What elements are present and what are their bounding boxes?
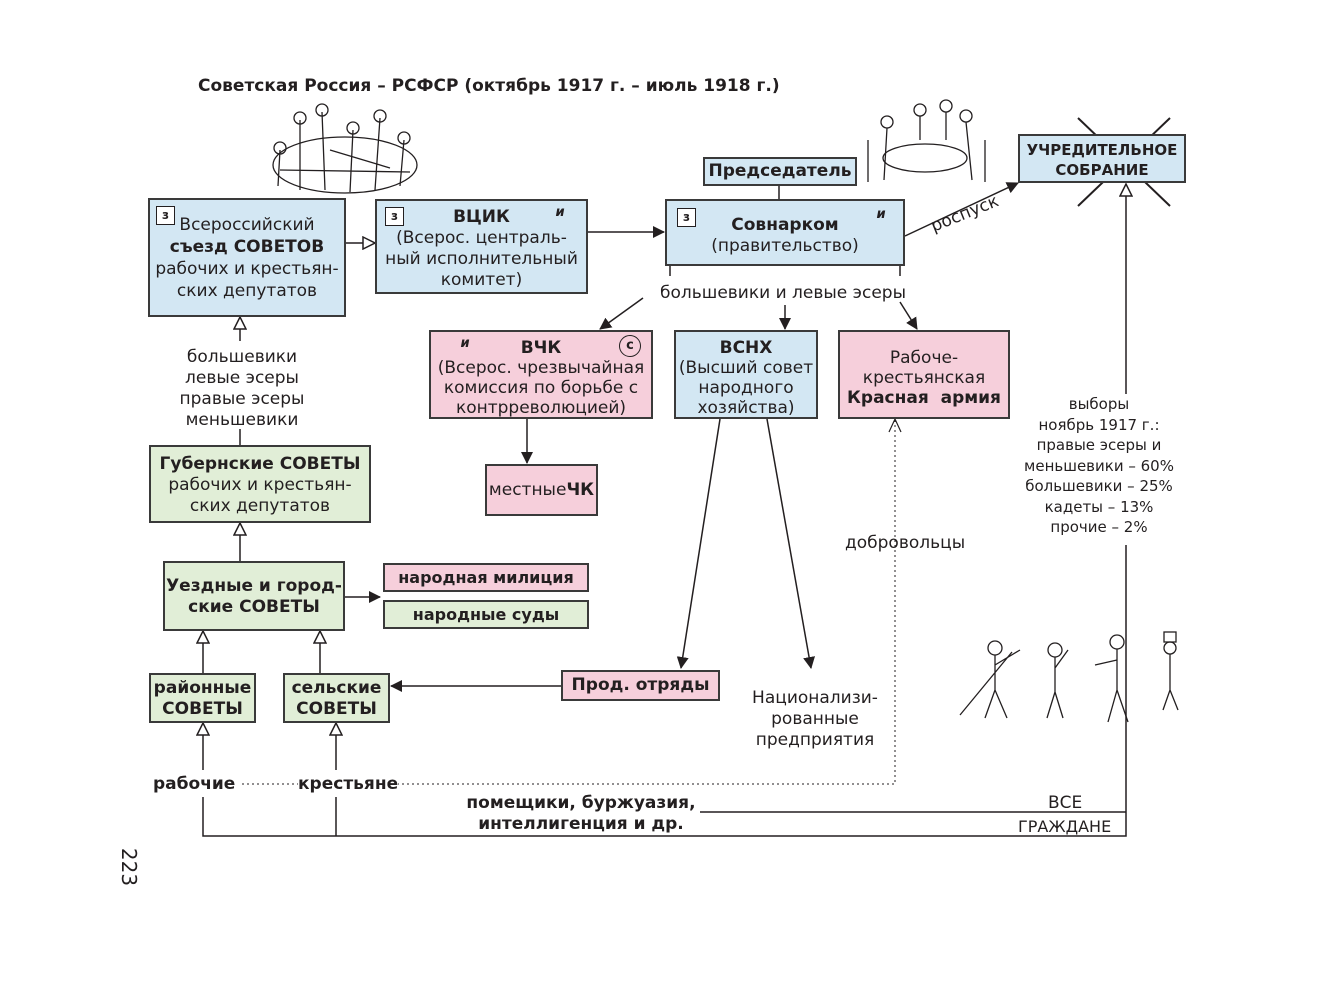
- vsnkh-title: ВСНХ: [719, 338, 773, 358]
- sovnarkom-box: з и Совнарком (правительство): [665, 199, 905, 266]
- vsnkh-line2: народного: [698, 378, 794, 398]
- congress-box: з Всероссийский съезд СОВЕТОВ рабочих и …: [148, 198, 346, 317]
- arrow-vsnkh-to-nationalized: [766, 418, 815, 669]
- vtsik-box: з и ВЦИК (Всерос. централь- ный исполнит…: [375, 199, 588, 294]
- election-line: прочие – 2%: [1050, 518, 1148, 536]
- party-item: правые эсеры: [179, 389, 305, 409]
- arrow-vsnkh-to-food: [676, 418, 721, 669]
- local-cheka-prefix: местные: [488, 480, 567, 500]
- village-line2: СОВЕТЫ: [296, 699, 377, 719]
- army-line1: Рабоче-: [889, 348, 959, 368]
- vsnkh-line3: хозяйства): [697, 398, 795, 418]
- district-line2: СОВЕТЫ: [162, 699, 243, 719]
- z-marker-sovnarkom: з: [677, 208, 696, 227]
- page-number: 223: [117, 847, 142, 887]
- congress-line2: съезд СОВЕТОВ: [169, 237, 325, 257]
- cheka-line1: (Всерос. чрезвычайная: [437, 358, 645, 378]
- congress-illustration: [272, 103, 418, 194]
- page-title: Советская Россия – РСФСР (октябрь 1917 г…: [198, 76, 780, 96]
- army-line2: крестьянская: [862, 368, 986, 388]
- government-parties-label: большевики и левые эсеры: [660, 283, 907, 303]
- peasants-label: крестьяне: [298, 774, 399, 794]
- cheka-box: и с ВЧК (Всерос. чрезвычайная комиссия п…: [429, 330, 653, 419]
- village-soviets-box: сельские СОВЕТЫ: [283, 673, 390, 723]
- all-citizens-line2: ГРАЖДАНЕ: [1018, 817, 1112, 836]
- nationalized-line1: Национализи-: [752, 688, 878, 708]
- election-line: большевики – 25%: [1025, 477, 1173, 495]
- election-line: выборы: [1068, 395, 1130, 413]
- z-marker-congress: з: [156, 206, 175, 225]
- cheka-line3: контрреволюцией): [455, 398, 627, 418]
- constituent-line2: СОБРАНИЕ: [1055, 161, 1149, 179]
- congress-line3: рабочих и крестьян-: [155, 259, 339, 279]
- gubernia-title: Губернские СОВЕТЫ: [159, 454, 361, 474]
- others-line2: интеллигенция и др.: [478, 814, 684, 834]
- sovnarkom-title: Совнарком: [731, 215, 839, 235]
- workers-label: рабочие: [153, 774, 236, 794]
- election-line: меньшевики – 60%: [1024, 456, 1174, 475]
- i-marker-sovnarkom: и: [876, 207, 886, 222]
- district-soviets-box: районные СОВЕТЫ: [149, 673, 256, 723]
- nationalized-line2: рованные: [771, 709, 859, 729]
- citizens-bottom-line: [202, 545, 1127, 837]
- election-results: выборы ноябрь 1917 г.: правые эсеры и ме…: [1010, 394, 1188, 538]
- uezd-line1: Уездные и город-: [166, 576, 342, 596]
- congress-parties-list: большевики левые эсеры правые эсеры мень…: [160, 347, 324, 431]
- constituent-assembly-box: УЧРЕДИТЕЛЬНОЕ СОБРАНИЕ: [1018, 134, 1186, 183]
- party-item: левые эсеры: [185, 368, 299, 388]
- volunteers-arrowhead: [888, 417, 902, 433]
- all-citizens-line1: ВСЕ: [1048, 793, 1083, 813]
- election-line: правые эсеры и: [1036, 436, 1162, 454]
- vtsik-line2: ный исполнительный: [385, 249, 578, 269]
- gubernia-line3: ских депутатов: [189, 496, 331, 516]
- other-classes-label: помещики, буржуазия, интеллигенция и др.: [455, 793, 707, 835]
- congress-line4: ских депутатов: [176, 281, 318, 301]
- chairman-box: Председатель: [703, 157, 857, 186]
- election-line: ноябрь 1917 г.:: [1038, 415, 1160, 434]
- village-line1: сельские: [291, 678, 382, 698]
- others-line1: помещики, буржуазия,: [466, 793, 696, 813]
- sovnarkom-subtitle: (правительство): [711, 236, 859, 256]
- i-marker-vtsik: и: [555, 205, 565, 220]
- party-item: меньшевики: [185, 410, 299, 430]
- army-line3: Красная армия: [847, 388, 1001, 408]
- z-marker-vtsik: з: [385, 207, 404, 226]
- food-squads-box: Прод. отряды: [561, 670, 720, 701]
- volunteers-label: добровольцы: [845, 533, 966, 553]
- uezd-soviets-box: Уездные и город- ские СОВЕТЫ: [163, 561, 345, 631]
- local-cheka-suffix: ЧК: [566, 480, 595, 500]
- militia-box: народная милиция: [383, 563, 589, 592]
- congress-line1: Всероссийский: [179, 215, 315, 235]
- citizens-illustration: [959, 631, 1179, 723]
- arrow-to-cheka: [599, 297, 644, 330]
- dotted-volunteers-line: [242, 419, 896, 785]
- district-line1: районные: [153, 678, 252, 698]
- sovnarkom-illustration: [867, 99, 986, 182]
- red-army-box: Рабоче- крестьянская Красная армия: [838, 330, 1010, 419]
- arrow-dissolution: [904, 182, 1019, 237]
- election-line: кадеты – 13%: [1044, 497, 1154, 516]
- vsnkh-line1: (Высший совет: [678, 358, 814, 378]
- gubernia-line2: рабочих и крестьян-: [168, 475, 352, 495]
- cheka-line2: комиссия по борьбе с: [443, 378, 639, 398]
- courts-box: народные суды: [383, 600, 589, 629]
- vtsik-title: ВЦИК: [453, 207, 510, 227]
- arrow-to-army: [899, 301, 918, 330]
- vtsik-line3: комитет): [440, 270, 523, 290]
- vtsik-line1: (Всерос. централь-: [396, 228, 567, 248]
- i-marker-cheka: и: [460, 336, 470, 351]
- party-item: большевики: [186, 347, 298, 367]
- local-cheka-box: местныеЧК: [485, 464, 598, 516]
- vsnkh-box: ВСНХ (Высший совет народного хозяйства): [674, 330, 818, 419]
- nationalized-line3: предприятия: [755, 730, 875, 750]
- nationalized-enterprises-label: Национализи- рованные предприятия: [735, 688, 895, 751]
- cheka-title: ВЧК: [520, 338, 562, 358]
- gubernia-soviets-box: Губернские СОВЕТЫ рабочих и крестьян- ск…: [149, 445, 371, 523]
- constituent-line1: УЧРЕДИТЕЛЬНОЕ: [1026, 141, 1178, 159]
- uezd-line2: ские СОВЕТЫ: [188, 597, 320, 617]
- s-marker-cheka: с: [619, 335, 641, 357]
